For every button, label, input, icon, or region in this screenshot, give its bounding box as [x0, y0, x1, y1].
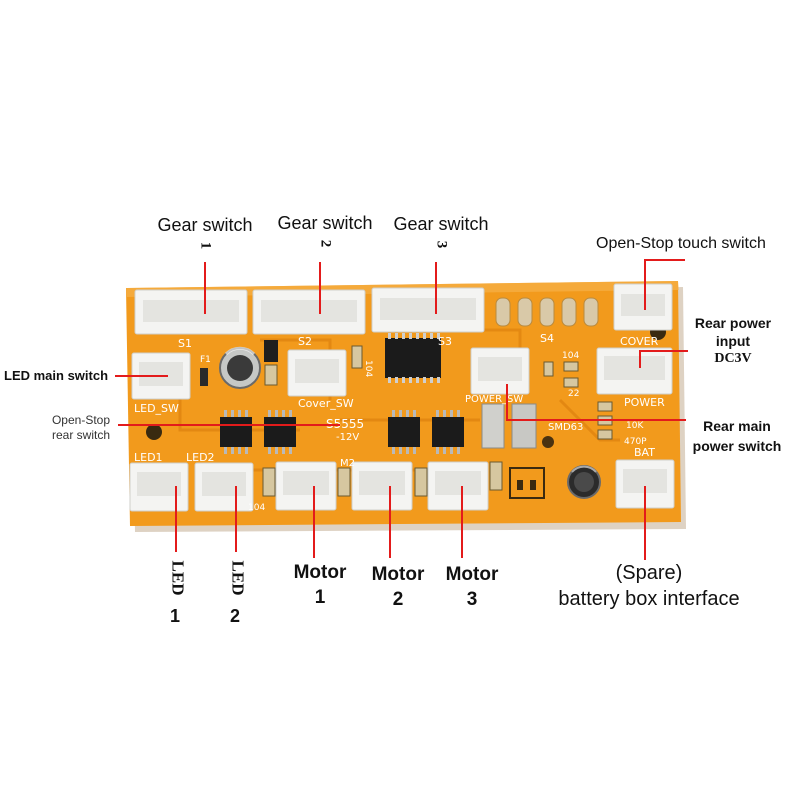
main-ic: [385, 333, 441, 383]
label-gear-switch-1: Gear switch 1: [157, 215, 253, 250]
silk-smd: SMD63: [548, 422, 583, 433]
label-led1-num: 1: [170, 606, 181, 626]
electrolytic-capacitor-small: [567, 465, 601, 499]
silk-led1: LED1: [134, 451, 163, 464]
label-motor-3: Motor 3: [445, 564, 499, 610]
silk-led-sw: LED_SW: [134, 402, 179, 415]
silk-power: POWER: [624, 396, 665, 409]
connector-cover: [613, 283, 673, 331]
silk-r104b: 104: [363, 360, 373, 377]
connector-cover-sw: [287, 349, 347, 397]
connector-bat: [615, 459, 675, 509]
driver-chips: [220, 410, 464, 454]
label-motor-2: Motor 2: [371, 564, 425, 610]
silk-s1: S1: [178, 337, 192, 350]
label-led1-word: LED: [168, 560, 188, 596]
silk-cover: COVER: [620, 335, 659, 348]
silk-s3: S3: [438, 335, 452, 348]
silk-r104a: 104: [248, 503, 265, 513]
leader-lines: [115, 259, 688, 560]
silk-cover-sw: Cover_SW: [298, 397, 354, 410]
silk-m2: M2: [340, 458, 355, 469]
silk-chip: S5555: [326, 417, 364, 431]
label-led2-word: LED: [228, 560, 248, 596]
s4-header-pads: [495, 297, 599, 327]
connector-motor2: [351, 461, 413, 511]
connector-led2: [194, 462, 254, 512]
label-gear-switch-3: Gear switch 3: [393, 214, 489, 249]
connector-power: [596, 347, 673, 395]
label-gear-switch-2: Gear switch 2: [277, 213, 373, 248]
label-motor-1: Motor 1: [293, 562, 347, 608]
connector-s2: [252, 289, 366, 335]
silk-s4: S4: [540, 332, 554, 345]
label-spare-battery-box-interface: (Spare) battery box interface: [558, 562, 740, 610]
electrolytic-capacitor: [219, 346, 261, 389]
connector-s3: [371, 287, 485, 333]
connector-led1: [129, 462, 189, 512]
label-open-stop-rear-switch: Open-Stop rear switch: [51, 413, 111, 442]
silk-u104: 104: [562, 351, 579, 361]
silk-22: 22: [568, 389, 579, 399]
label-open-stop-touch-switch: Open-Stop touch switch: [596, 235, 766, 252]
silk-voltage: -12V: [336, 432, 359, 443]
label-led2-num: 2: [230, 606, 241, 626]
label-rear-main-power-switch: Rear main power switch: [692, 418, 782, 454]
silk-led2: LED2: [186, 451, 215, 464]
silk-470p: 470P: [624, 437, 647, 447]
silk-power-sw: POWER_SW: [465, 394, 523, 405]
label-rear-power-input: Rear power input DC3V: [694, 315, 772, 366]
connector-motor1: [275, 461, 337, 511]
silk-bat: BAT: [634, 446, 655, 459]
silk-s2: S2: [298, 335, 312, 348]
silk-f1: F1: [200, 355, 211, 365]
connector-s1: [134, 289, 248, 335]
label-led-main-switch: LED main switch: [4, 368, 109, 383]
silk-10k: 10K: [626, 421, 644, 431]
connector-power-sw: [470, 347, 530, 395]
connector-motor3: [427, 461, 489, 511]
